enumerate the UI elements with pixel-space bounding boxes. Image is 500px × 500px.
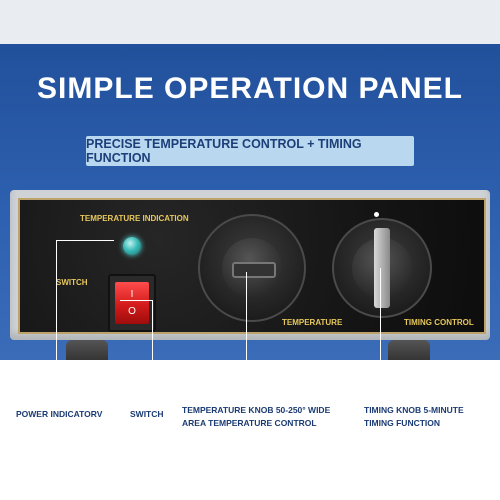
timing-knob-callout-line2: TIMING FUNCTION bbox=[364, 418, 441, 428]
callout-line-switch-v bbox=[152, 300, 153, 400]
timing-knob-callout-line1: TIMING KNOB 5-MINUTE bbox=[364, 405, 464, 415]
timing-knob-grip bbox=[374, 228, 390, 308]
timing-knob[interactable] bbox=[332, 218, 432, 318]
callout-line-switch-h bbox=[120, 300, 152, 301]
temperature-knob-callout-line1: TEMPERATURE KNOB 50-250° WIDE bbox=[182, 405, 331, 415]
temperature-knob-callout-line2: AREA TEMPERATURE CONTROL bbox=[182, 418, 317, 428]
timing-panel-label: TIMING CONTROL bbox=[404, 318, 474, 327]
timing-knob-callout: TIMING KNOB 5-MINUTE TIMING FUNCTION bbox=[364, 404, 464, 430]
temperature-panel-label: TEMPERATURE bbox=[282, 318, 343, 327]
subtitle-text: PRECISE TEMPERATURE CONTROL + TIMING FUN… bbox=[86, 137, 362, 165]
switch-panel-label: SWITCH bbox=[56, 278, 88, 287]
temperature-knob-grip bbox=[232, 262, 276, 278]
temperature-indication-label: TEMPERATURE INDICATION bbox=[80, 214, 189, 223]
callout-line-power-h bbox=[56, 240, 114, 241]
subtitle-badge: PRECISE TEMPERATURE CONTROL + TIMING FUN… bbox=[86, 136, 414, 166]
temperature-knob-callout: TEMPERATURE KNOB 50-250° WIDE AREA TEMPE… bbox=[182, 404, 330, 430]
timing-marker-dot bbox=[374, 212, 379, 217]
top-strip bbox=[0, 0, 500, 44]
temperature-knob[interactable] bbox=[198, 214, 306, 322]
callout-line-power-v bbox=[56, 240, 57, 400]
callout-area bbox=[0, 360, 500, 500]
power-switch[interactable]: I O bbox=[108, 274, 156, 332]
switch-on-symbol: I bbox=[130, 288, 134, 300]
operation-panel: TEMPERATURE INDICATION SWITCH I O TEMPER… bbox=[10, 190, 490, 340]
switch-rocker[interactable]: I O bbox=[115, 282, 149, 324]
page-title: SIMPLE OPERATION PANEL bbox=[37, 72, 463, 105]
callout-line-timing bbox=[380, 268, 381, 400]
callout-line-temp bbox=[246, 272, 247, 400]
switch-off-symbol: O bbox=[128, 306, 136, 318]
power-indicator-callout: POWER INDICATORV bbox=[16, 409, 103, 419]
product-banner: SIMPLE OPERATION PANEL PRECISE TEMPERATU… bbox=[0, 0, 500, 366]
panel-face: TEMPERATURE INDICATION SWITCH I O TEMPER… bbox=[18, 198, 486, 334]
switch-callout: SWITCH bbox=[130, 409, 164, 419]
power-indicator-light bbox=[123, 237, 141, 255]
